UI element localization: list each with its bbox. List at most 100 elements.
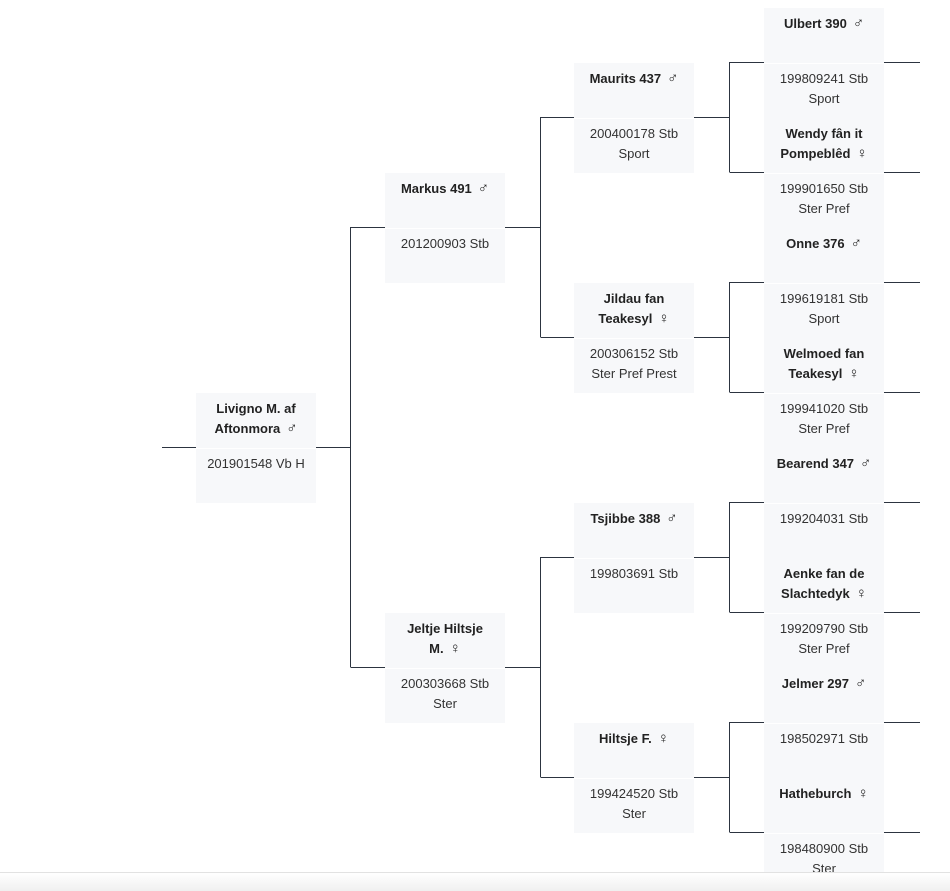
horse-registration-info: 198502971 Stb (764, 724, 884, 778)
horse-name-text: Maurits 437♂ (590, 67, 679, 89)
registration-number: 201200903 Stb (400, 236, 490, 251)
horse-name[interactable]: Onne 376 ♂ (764, 228, 884, 283)
horse-name-label: Hiltsje F. (599, 731, 652, 746)
male-icon: ♂ (666, 510, 678, 527)
horse-name-label: Jelmer 297 (781, 676, 849, 691)
male-icon: ♂ (860, 455, 872, 472)
registration-number: 198480900 Stb (779, 841, 869, 856)
horse-card-sire[interactable]: Markus 491 ♂ 201200903 Stb (385, 173, 505, 283)
horse-name-label: Livigno M. af Aftonmora (214, 401, 296, 436)
female-icon: ♀ (657, 730, 669, 747)
horse-card-dam-sire[interactable]: Tsjibbe 388 ♂ 199803691 Stb (574, 503, 694, 613)
horse-name-text: Hatheburch♀ (779, 782, 868, 804)
registration-number: 199809241 Stb (779, 71, 869, 86)
registration-number: 199209790 Stb (779, 621, 869, 636)
registration-number: 200303668 Stb (400, 676, 490, 691)
horse-name-label: Maurits 437 (589, 71, 662, 86)
horse-name[interactable]: Jildau fan Teakesyl♀ (574, 283, 694, 338)
card-divider (764, 63, 884, 64)
predicate-label: Ster Pref (798, 201, 850, 216)
horse-name-label: Tsjibbe 388 (590, 511, 661, 526)
predicate-label: Ster Pref (798, 421, 850, 436)
male-icon: ♂ (477, 180, 490, 197)
female-icon: ♀ (658, 310, 670, 327)
horse-name[interactable]: Ulbert 390 ♂ (764, 8, 884, 63)
horse-name[interactable]: Jeltje Hiltsje M.♀ (385, 613, 505, 668)
horse-name-text: Tsjibbe 388 ♂ (590, 507, 677, 529)
horse-name[interactable]: Maurits 437♂ (574, 63, 694, 118)
card-divider (764, 173, 884, 174)
female-icon: ♀ (855, 585, 867, 602)
horse-name[interactable]: Tsjibbe 388 ♂ (574, 503, 694, 558)
female-icon: ♀ (848, 365, 860, 382)
horse-name-label: Aenke fan de Slachtedyk (781, 566, 865, 601)
card-divider (764, 283, 884, 284)
horse-name[interactable]: Wendy fân it Pompeblêd♀ (764, 118, 884, 173)
female-icon: ♀ (449, 640, 461, 657)
horse-name-label: Welmoed fan Teakesyl (783, 346, 865, 381)
horse-name[interactable]: Bearend 347 ♂ (764, 448, 884, 503)
horse-name-text: Livigno M. af Aftonmora♂ (204, 397, 308, 439)
horse-name-label: Onne 376 (786, 236, 845, 251)
horse-name[interactable]: Livigno M. af Aftonmora♂ (196, 393, 316, 448)
horse-name-text: Welmoed fan Teakesyl♀ (772, 342, 876, 384)
female-icon: ♀ (856, 145, 868, 162)
card-divider (385, 228, 505, 229)
horse-name[interactable]: Aenke fan de Slachtedyk♀ (764, 558, 884, 613)
horse-name[interactable]: Welmoed fan Teakesyl♀ (764, 338, 884, 393)
horse-name-text: Jildau fan Teakesyl♀ (582, 287, 686, 329)
horse-registration-info: 201901548 Vb H (196, 449, 316, 503)
card-divider (574, 338, 694, 339)
horse-name-text: Wendy fân it Pompeblêd♀ (772, 122, 876, 164)
card-divider (764, 723, 884, 724)
predicate-label: Sport (618, 146, 650, 161)
predicate-label: Sport (808, 91, 840, 106)
horse-name-label: Jildau fan Teakesyl (598, 291, 665, 326)
horse-card-dd-sire[interactable]: Jelmer 297♂198502971 Stb (764, 668, 884, 778)
horse-name[interactable]: Jelmer 297♂ (764, 668, 884, 723)
card-divider (196, 448, 316, 449)
horse-name-label: Markus 491 (400, 181, 472, 196)
horse-name[interactable]: Hiltsje F. ♀ (574, 723, 694, 778)
horse-name-text: Onne 376 ♂ (786, 232, 862, 254)
horse-card-subject[interactable]: Livigno M. af Aftonmora♂ 201901548 Vb H (196, 393, 316, 503)
horse-name-label: Ulbert 390 (783, 16, 847, 31)
male-icon: ♂ (852, 15, 865, 32)
registration-number: 199803691 Stb (589, 566, 679, 581)
predicate-label: Ster Pref Prest (591, 366, 677, 381)
registration-number: 199941020 Stb (779, 401, 869, 416)
registration-number: 199424520 Stb (589, 786, 679, 801)
card-divider (574, 558, 694, 559)
card-divider (574, 778, 694, 779)
registration-number: 199204031 Stb (779, 511, 869, 526)
horse-name-text: Hiltsje F. ♀ (599, 727, 669, 749)
horse-card-ds-sire[interactable]: Bearend 347 ♂ 199204031 Stb (764, 448, 884, 558)
male-icon: ♂ (850, 235, 862, 252)
horse-registration-info: 201200903 Stb (385, 229, 505, 283)
horse-registration-info: 199204031 Stb (764, 504, 884, 558)
horse-name-text: Aenke fan de Slachtedyk♀ (772, 562, 876, 604)
horse-name[interactable]: Markus 491 ♂ (385, 173, 505, 228)
horse-name-text: Jeltje Hiltsje M.♀ (393, 617, 497, 659)
horse-name[interactable]: Hatheburch♀ (764, 778, 884, 833)
predicate-label: Ster (433, 696, 457, 711)
card-divider (764, 833, 884, 834)
card-divider (574, 118, 694, 119)
horse-name-label: Bearend 347 (776, 456, 855, 471)
registration-number: 199619181 Stb (779, 291, 869, 306)
